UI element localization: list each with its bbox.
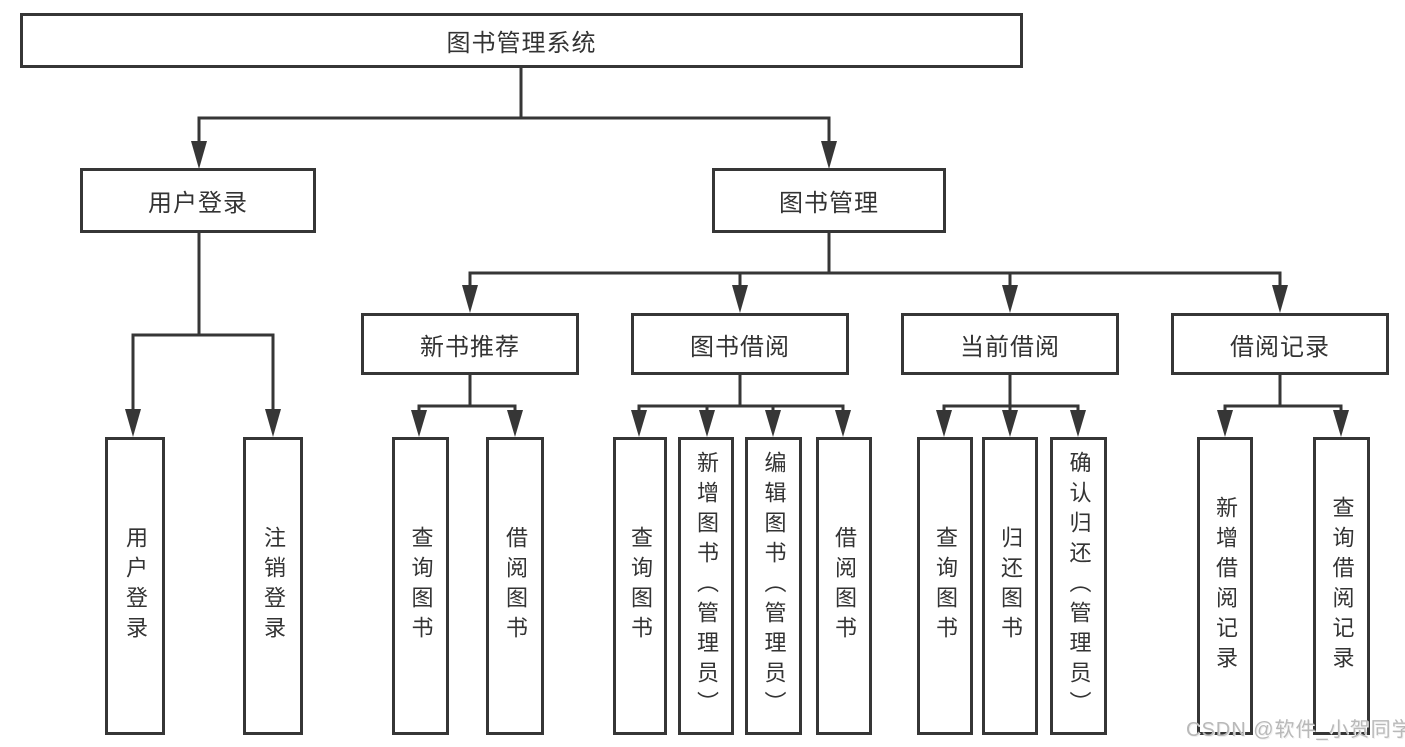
node-book-borrowing: 图书借阅 (631, 313, 849, 375)
node-label: 用户登录 (123, 526, 148, 646)
leaf-user-login: 用户登录 (105, 437, 165, 735)
leaf-add-book-admin: 新增图书（管理员） (678, 437, 734, 735)
node-label: 用户登录 (148, 190, 248, 217)
node-label: 借阅记录 (1230, 333, 1330, 361)
node-label: 借阅图书 (832, 526, 857, 646)
leaf-logout: 注销登录 (243, 437, 303, 735)
leaf-query-borrow-record: 查询借阅记录 (1313, 437, 1370, 735)
node-label: 查询图书 (628, 526, 653, 646)
leaf-query-books-current: 查询图书 (917, 437, 973, 735)
node-label: 注销登录 (261, 526, 286, 646)
node-library-management-system: 图书管理系统 (20, 13, 1023, 68)
node-label: 查询图书 (933, 526, 958, 646)
node-current-borrowing: 当前借阅 (901, 313, 1119, 375)
node-label: 查询图书 (408, 526, 434, 646)
node-label: 新增图书（管理员） (694, 451, 719, 721)
node-new-book-recommend: 新书推荐 (361, 313, 579, 375)
leaf-query-books-recommend: 查询图书 (392, 437, 449, 735)
node-user-login: 用户登录 (80, 168, 316, 233)
node-label: 借阅图书 (503, 526, 528, 646)
node-label: 归还图书 (998, 526, 1023, 646)
leaf-query-books-borrow: 查询图书 (613, 437, 667, 735)
leaf-edit-book-admin: 编辑图书（管理员） (745, 437, 802, 735)
node-book-management: 图书管理 (712, 168, 946, 233)
node-label: 查询借阅记录 (1329, 496, 1355, 676)
node-label: 确认归还（管理员） (1066, 451, 1092, 721)
leaf-confirm-return-admin: 确认归还（管理员） (1050, 437, 1107, 735)
leaf-borrow-books: 借阅图书 (816, 437, 872, 735)
csdn-watermark: CSDN @软件_小贺同学 (1186, 719, 1405, 741)
node-label: 新书推荐 (420, 333, 520, 361)
leaf-borrow-books-recommend: 借阅图书 (486, 437, 544, 735)
node-label: 图书借阅 (690, 333, 790, 361)
node-borrowing-records: 借阅记录 (1171, 313, 1389, 375)
leaf-add-borrow-record: 新增借阅记录 (1197, 437, 1253, 735)
node-label: 图书管理 (779, 190, 879, 217)
node-label: 当前借阅 (960, 333, 1060, 361)
node-label: 编辑图书（管理员） (761, 451, 787, 721)
node-label: 新增借阅记录 (1213, 496, 1238, 676)
node-label: 图书管理系统 (446, 30, 597, 57)
leaf-return-book: 归还图书 (982, 437, 1038, 735)
